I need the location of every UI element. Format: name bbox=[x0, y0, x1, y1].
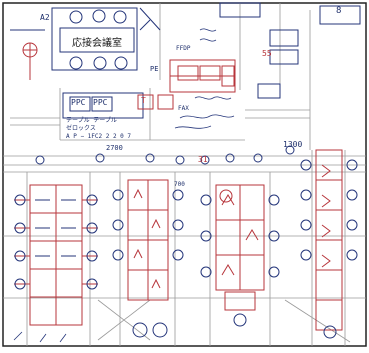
table-note: テーブル テーブル bbox=[66, 117, 117, 124]
t-box-label: T bbox=[141, 96, 146, 105]
desk-cluster-right-center-chairs bbox=[200, 194, 280, 327]
desk-cluster-far-right bbox=[315, 149, 343, 331]
ppc-label-1: PPC bbox=[71, 98, 86, 107]
top-right-fixtures bbox=[169, 2, 361, 99]
desk-cluster-left bbox=[14, 184, 98, 326]
meeting-room bbox=[10, 7, 161, 80]
mark-31: 31 bbox=[198, 155, 208, 164]
mark-55: 55 bbox=[262, 49, 272, 58]
pencil-annotations bbox=[13, 28, 235, 343]
desk-cluster-far-right-chairs bbox=[300, 159, 358, 339]
divider-chairs bbox=[35, 145, 295, 203]
copy-area bbox=[62, 92, 174, 119]
xerox-note: ゼロックス bbox=[66, 125, 96, 132]
fax-label: FAX bbox=[178, 105, 189, 112]
desk-cluster-right-center bbox=[215, 184, 265, 311]
desk-cluster-center-chairs bbox=[112, 189, 184, 338]
dimension-1300: 1300 bbox=[283, 140, 303, 149]
model-note: A P − 1FC2 2 2 0 7 bbox=[66, 133, 132, 140]
ffdp-label: FFDP bbox=[176, 45, 191, 52]
ppc-label-2: PPC bbox=[93, 98, 108, 107]
desk-cluster-center bbox=[127, 179, 169, 301]
base-plan-lines bbox=[3, 3, 366, 346]
dimension-2700: 2700 bbox=[106, 144, 123, 152]
mark-700: 700 bbox=[174, 181, 185, 188]
desk-cluster-left-chairs bbox=[14, 194, 98, 290]
a2-label: A2 bbox=[40, 13, 50, 22]
mark-8: 8 bbox=[336, 6, 342, 16]
meeting-room-label: 応接会議室 bbox=[72, 38, 122, 49]
outer-frame bbox=[2, 2, 367, 347]
pe-label: PE bbox=[150, 65, 159, 73]
